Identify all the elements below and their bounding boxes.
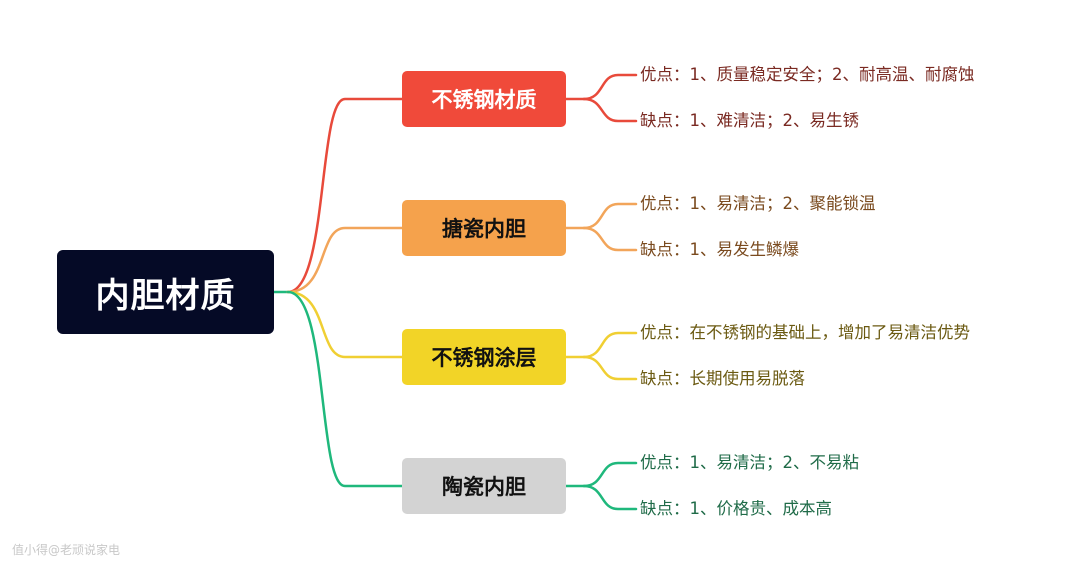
leaf-cons-ceramic[interactable]: 缺点：1、价格贵、成本高 [640,499,832,518]
connector-to-pros [582,73,638,101]
branch-label: 不锈钢涂层 [431,346,537,370]
leaf-pros-enamel[interactable]: 优点：1、易清洁；2、聚能锁温 [640,194,876,213]
connector-to-cons [582,97,638,123]
leaf-pros-ceramic[interactable]: 优点：1、易清洁；2、不易粘 [640,453,859,472]
connector-to-cons [582,226,638,252]
root-node-label: 内胆材质 [95,275,236,316]
root-node[interactable]: 内胆材质 [57,250,274,334]
branch-node-ceramic[interactable]: 陶瓷内胆 [402,458,566,514]
leaf-cons-stainless-coating[interactable]: 缺点：长期使用易脱落 [640,369,805,388]
leaf-pros-stainless-coating[interactable]: 优点：在不锈钢的基础上，增加了易清洁优势 [640,323,970,342]
connector-root-to-branch [286,226,404,294]
leaf-cons-enamel[interactable]: 缺点：1、易发生鳞爆 [640,240,799,259]
connector-to-pros [582,202,638,230]
watermark: 值小得@老顽说家电 [12,543,121,557]
connector-to-cons [582,484,638,511]
leaf-cons-stainless-steel[interactable]: 缺点：1、难清洁；2、易生锈 [640,111,859,130]
branch-node-stainless-steel[interactable]: 不锈钢材质 [402,71,566,127]
branch-label: 陶瓷内胆 [442,475,526,499]
connector-root-to-branch [286,290,404,359]
leaf-pros-stainless-steel[interactable]: 优点：1、质量稳定安全；2、耐高温、耐腐蚀 [640,65,975,84]
connector-to-cons [582,355,638,381]
connector-to-pros [582,461,638,488]
connector-root-to-branch [286,97,404,294]
connector-root-to-branch [286,290,404,488]
branch-node-stainless-coating[interactable]: 不锈钢涂层 [402,329,566,385]
branch-node-enamel[interactable]: 搪瓷内胆 [402,200,566,256]
branch-label: 不锈钢材质 [431,88,537,112]
connector-to-pros [582,331,638,359]
branch-label: 搪瓷内胆 [442,217,526,241]
